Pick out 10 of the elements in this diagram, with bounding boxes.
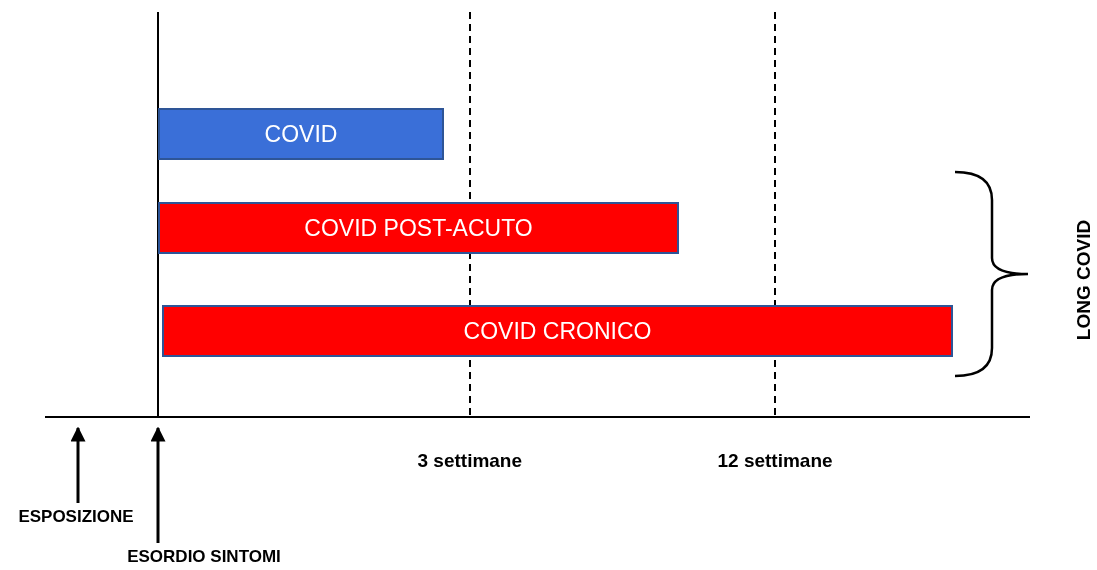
phase-bar: COVID CRONICO bbox=[162, 305, 953, 357]
phase-bar: COVID POST-ACUTO bbox=[158, 202, 679, 254]
time-label: 12 settimane bbox=[717, 450, 833, 472]
time-label: 3 settimane bbox=[417, 450, 523, 472]
arrow bbox=[150, 426, 166, 543]
event-label: ESPOSIZIONE bbox=[8, 505, 144, 529]
event-label: ESORDIO SINTOMI bbox=[108, 545, 300, 569]
arrow bbox=[70, 426, 86, 503]
phase-bar: COVID bbox=[158, 108, 444, 160]
bracket-label: LONG COVID bbox=[1073, 219, 1096, 341]
